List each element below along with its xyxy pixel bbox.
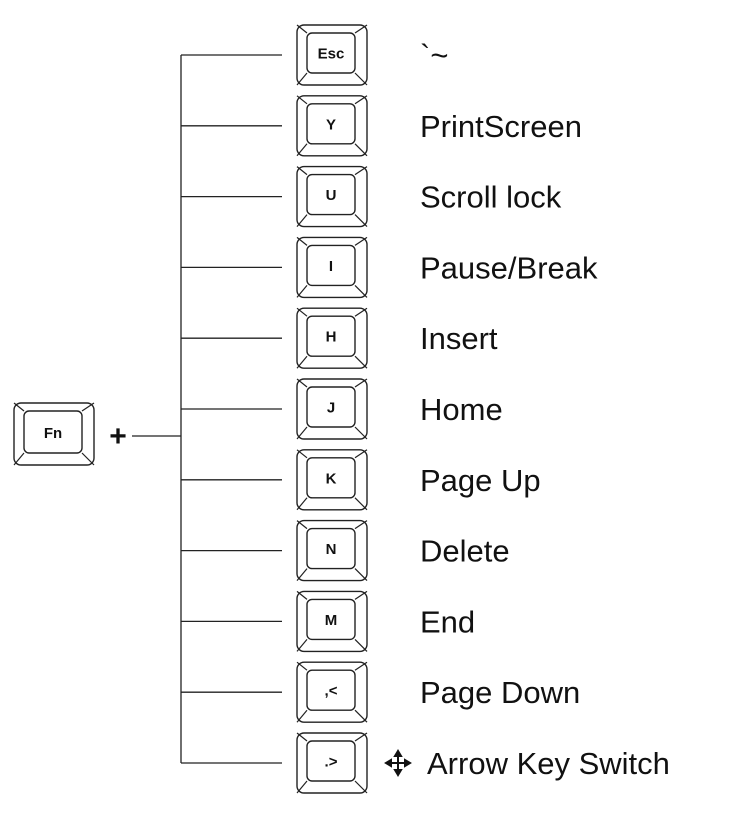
combo-row: Y PrintScreen: [296, 95, 582, 157]
function-label: Delete: [420, 534, 510, 569]
fn-key: Fn: [13, 402, 95, 466]
key-n: N: [296, 519, 368, 582]
combo-row: K Page Up: [296, 449, 541, 511]
key-legend: U: [326, 187, 337, 204]
key-legend: I: [329, 258, 333, 275]
key-legend: Esc: [318, 46, 345, 63]
function-label: `~: [420, 38, 448, 73]
keycap-top: [306, 103, 356, 145]
combo-row: I Pause/Break: [296, 236, 598, 299]
key-key10: .>: [296, 732, 368, 794]
function-label: Pause/Break: [420, 250, 598, 285]
combo-row: ,< Page Down: [296, 661, 580, 723]
keycap-top: [306, 32, 356, 74]
function-label: Arrow Key Switch: [427, 746, 670, 781]
key-legend: Y: [326, 116, 336, 133]
key-m: M: [296, 590, 368, 653]
fn-key-top: [23, 410, 83, 454]
keycap-top: [306, 386, 356, 428]
key-legend: H: [326, 329, 337, 346]
combo-row: N Delete: [296, 519, 510, 582]
combo-row: Esc `~: [296, 24, 448, 86]
key-esc: Esc: [296, 24, 368, 86]
function-label: Insert: [420, 321, 498, 356]
keycap-top: [306, 315, 356, 357]
plus-sign: +: [109, 420, 127, 453]
key-y: Y: [296, 95, 368, 157]
key-legend: ,<: [325, 683, 338, 700]
key-i: I: [296, 236, 368, 299]
function-label: Page Up: [420, 463, 541, 498]
combo-row: H Insert: [296, 307, 498, 369]
combo-row: J Home: [296, 378, 503, 440]
keycap-top: [306, 598, 356, 641]
keycap-top: [306, 173, 356, 216]
combo-row: M End: [296, 590, 475, 653]
key-j: J: [296, 378, 368, 440]
keycap-top: [306, 527, 356, 570]
combo-row: .> Arrow Key Switch: [296, 732, 670, 794]
key-legend: J: [327, 400, 335, 417]
key-h: H: [296, 307, 368, 369]
key-legend: .>: [325, 754, 338, 771]
function-label: Page Down: [420, 675, 580, 710]
keycap-top: [306, 740, 356, 782]
function-label: End: [420, 604, 475, 639]
key-key9: ,<: [296, 661, 368, 723]
combo-row: U Scroll lock: [296, 165, 562, 228]
key-k: K: [296, 449, 368, 511]
key-u: U: [296, 165, 368, 228]
key-legend: N: [326, 541, 337, 558]
key-legend: M: [325, 612, 338, 629]
keycap-top: [306, 244, 356, 287]
function-label: Home: [420, 392, 503, 427]
connector-bracket: [132, 54, 282, 764]
fn-key-legend: Fn: [44, 425, 62, 442]
function-label: Scroll lock: [420, 180, 562, 215]
key-legend: K: [326, 470, 337, 487]
four-way-arrow-icon: [384, 749, 412, 777]
keycap-top: [306, 457, 356, 499]
function-label: PrintScreen: [420, 109, 582, 144]
keycap-top: [306, 669, 356, 711]
